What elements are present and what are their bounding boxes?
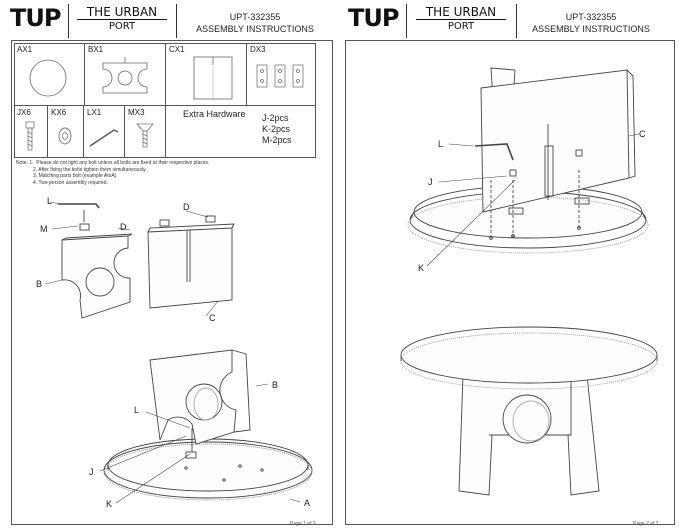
brand-divider [77,19,167,20]
step2-diagram [99,349,313,504]
brand-bottom: PORT [447,21,475,32]
callout-B: B [36,279,43,289]
extra-hardware-cell: Extra Hardware J-2pcs K-2pcs M-2pcs [166,106,316,158]
part-cell-dx3: DX3 [247,43,316,106]
note-4: Two person assembly required. [38,179,108,186]
step1-diagram [44,201,235,319]
final-assembly-diagram [400,326,658,496]
header-separator [176,4,177,38]
part-dx3-diagram [256,64,304,88]
part-label: AX1 [17,45,33,54]
header-separator [516,4,517,38]
note-3: Matching parts bolt (example AtoA) [38,173,117,179]
callout-D: D [183,202,190,212]
logo-tup: TUP [10,4,61,32]
part-ax1-diagram [29,59,67,97]
page-frame [11,40,333,525]
page-2: TUP THE URBAN PORT UPT-332355 ASSEMBLY I… [343,0,679,530]
part-cell-cx1: CX1 [166,43,247,106]
callout-J: J [428,177,433,187]
callout-M: M [40,224,48,234]
callout-J: J [89,467,94,477]
part-label: KX6 [51,108,67,117]
brand-name: THE URBAN PORT [73,6,171,33]
part-cell-kx6: KX6 [48,106,84,158]
part-label: JX6 [17,108,31,117]
part-cell-lx1: LX1 [84,106,125,158]
doc-code: UPT-332355 [229,12,281,22]
page-frame [345,40,675,525]
callout-K: K [418,263,425,273]
notes-block: Note: 1. Please do not tight any bolt un… [16,160,316,186]
part-label: DX3 [250,45,266,54]
notes-prefix: Note: 1. [16,160,34,166]
step3-diagram [407,67,649,267]
callout-C: C [639,129,646,139]
part-cx1-diagram [193,56,233,100]
note-number: 2. [33,166,38,173]
part-cell-jx6: JX6 [14,106,48,158]
part-cell-bx1: BX1 [85,43,166,106]
extra-hardware-m: M-2pcs [262,135,292,145]
part-cell-mx3: MX3 [125,106,166,158]
brand-top: THE URBAN [86,5,158,19]
header-separator [406,4,407,38]
extra-hardware-k: K-2pcs [262,124,291,134]
callout-C: C [209,313,216,323]
brand-top: THE URBAN [425,5,497,19]
part-label: MX3 [128,108,145,117]
brand-name: THE URBAN PORT [412,6,510,33]
callout-L: L [134,405,140,415]
page-number: Page 1 of 2 [290,521,316,527]
page-number: Page 2 of 2 [633,521,659,527]
callout-A: A [304,498,311,508]
note-number: 3. [33,173,38,179]
part-label: CX1 [169,45,185,54]
doc-title: ASSEMBLY INSTRUCTIONS [196,24,314,34]
doc-title: ASSEMBLY INSTRUCTIONS [532,24,650,34]
brand-bottom: PORT [108,21,136,32]
part-cell-ax1: AX1 [14,43,85,106]
part-lx1-diagram [89,129,119,147]
doc-code: UPT-332355 [565,12,617,22]
header-separator [68,4,69,38]
part-bx1-diagram [102,57,148,94]
brand-divider [416,19,506,20]
logo-tup: TUP [348,4,399,32]
callout-D: D [120,222,127,232]
note-1: Please do not tight any bolt unless all … [36,160,210,166]
part-jx6-diagram [25,121,35,151]
part-kx6-diagram [58,127,72,145]
part-label: LX1 [87,108,102,117]
callout-L: L [47,196,53,206]
callout-B: B [272,380,279,390]
page-1: TUP THE URBAN PORT UPT-332355 ASSEMBLY I… [0,0,333,530]
part-mx3-diagram [136,123,154,148]
extra-hardware-j: J-2pcs [262,113,289,123]
callout-L: L [438,139,444,149]
callout-K: K [106,499,113,509]
extra-hardware-title: Extra Hardware [183,109,246,119]
part-label: BX1 [88,45,104,54]
note-2: After fixing the bolts tighten them simu… [38,166,147,173]
note-number: 4. [33,179,38,186]
